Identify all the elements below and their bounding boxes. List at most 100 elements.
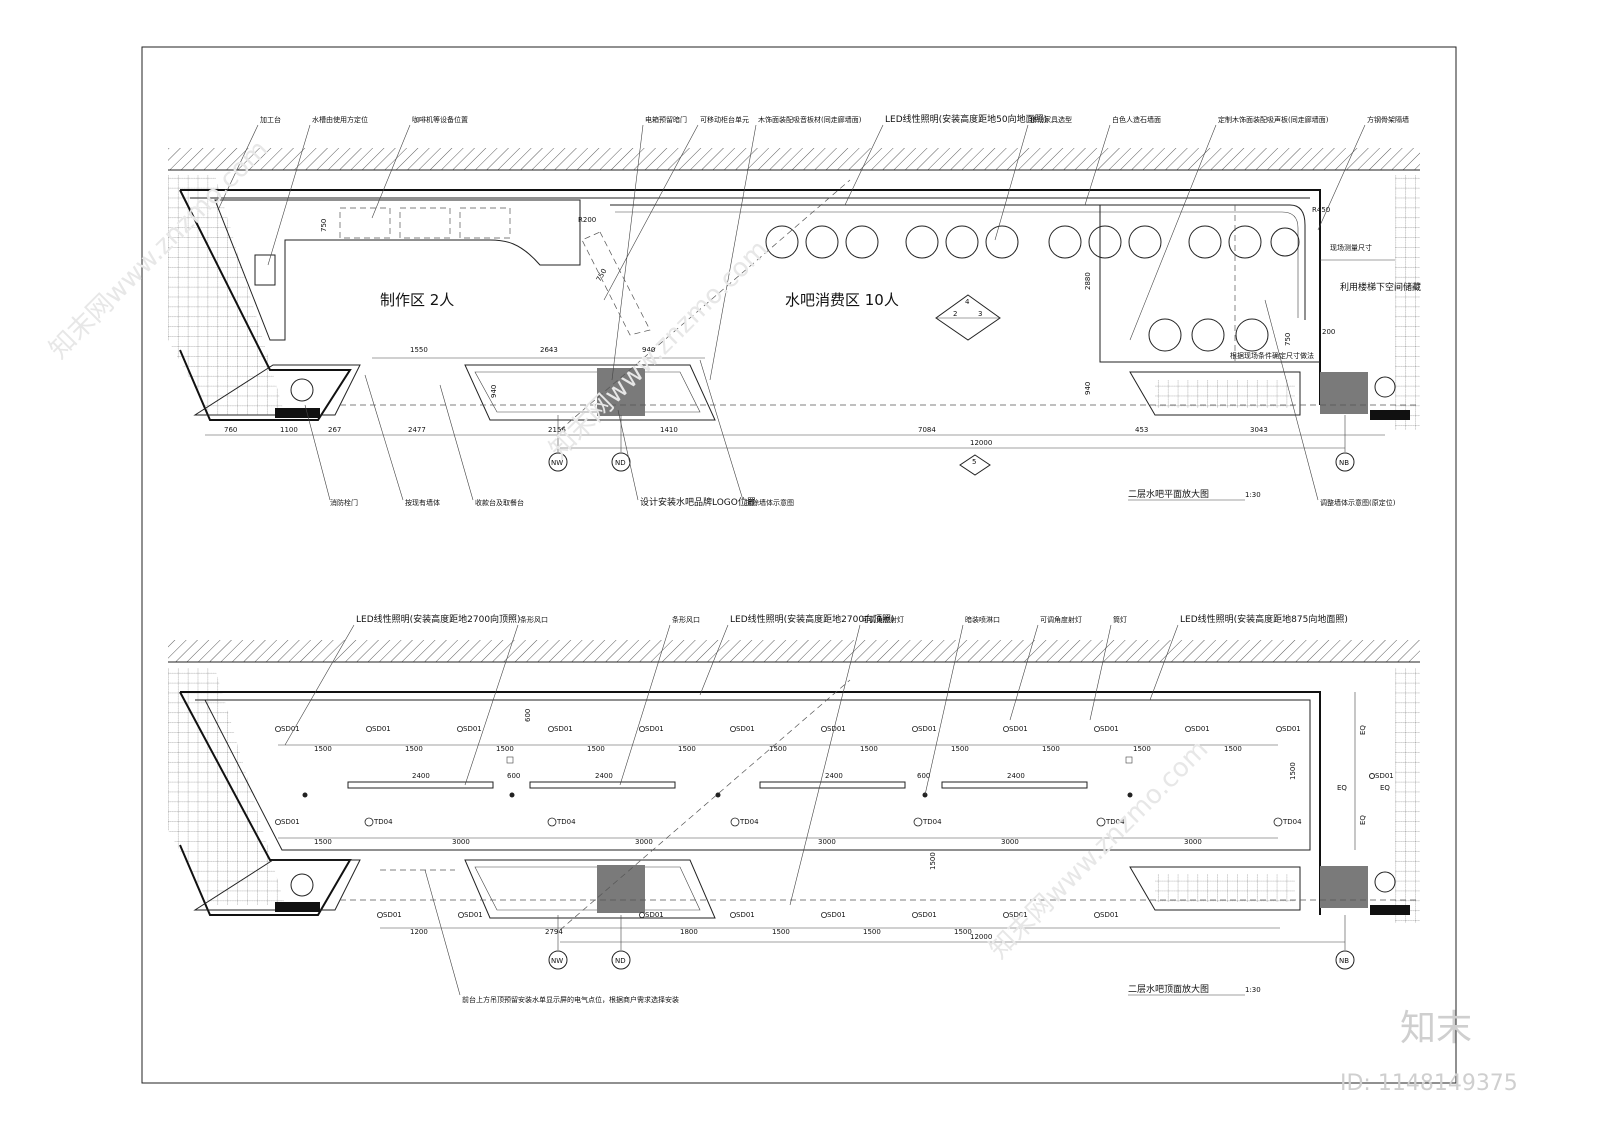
dim-total-plan1: 12000	[970, 439, 992, 447]
dim-row1-8: 1500	[951, 745, 969, 753]
dim-row2-2: 3000	[452, 838, 470, 846]
section-mark-2: 2	[953, 310, 957, 318]
dim-750-c: 750	[1284, 333, 1292, 346]
wall-hatch-top-left	[168, 148, 390, 170]
callout-led-floor: LED线性照明(安装高度距地50向地面照)	[885, 113, 1047, 125]
dim-b-2477: 2477	[408, 426, 426, 434]
dim-940-b: 940	[1084, 382, 1092, 395]
downlight-sd-row3-label-1: SD01	[383, 911, 402, 919]
downlight-sd-row1-label-9: SD01	[1009, 725, 1028, 733]
dim-eq-2: EQ	[1359, 815, 1367, 825]
downlight-sd-row1-8	[912, 726, 919, 733]
spotlight-td-label-5: TD04	[1105, 818, 1125, 826]
downlight-sd-row1-label-4: SD01	[554, 725, 573, 733]
downlight-sd-row1-label-1: SD01	[281, 725, 300, 733]
downlight-sd-row1-2	[365, 726, 372, 733]
linear-vents	[347, 781, 1088, 789]
downlight-sd-row3-6	[912, 912, 919, 919]
downlight-sd-row1-label-2: SD01	[372, 725, 391, 733]
grid-nb-2: NB	[1339, 957, 1349, 965]
callout-wood-panel: 木饰面装配吸音板材(同走廊墙面)	[758, 115, 862, 124]
downlight-sd-row1-7	[821, 726, 828, 733]
watermark-brand: 知末	[1400, 1008, 1472, 1049]
dim-row2-6: 3000	[1184, 838, 1202, 846]
dim-row1-9: 1500	[1042, 745, 1060, 753]
downlight-sd-row3-label-8: SD01	[1100, 911, 1119, 919]
dim-1500-v-right: 1500	[1289, 762, 1297, 780]
downlight-sd-row3-3	[639, 912, 646, 919]
downlight-sd-row3-label-6: SD01	[918, 911, 937, 919]
note-site-condition: 根据现场条件确定尺寸做法	[1230, 351, 1314, 360]
ceiling-column	[597, 865, 645, 913]
downlight-sd-row1-9	[1003, 726, 1010, 733]
downlight-sd-row3-label-5: SD01	[827, 911, 846, 919]
dim-r200: R200	[578, 216, 596, 224]
dim-row1-3: 1500	[496, 745, 514, 753]
spotlight-td-1	[364, 817, 374, 827]
ceiling-cross-left	[168, 668, 285, 905]
downlight-sd-row1-11	[1185, 726, 1192, 733]
section-mark-5: 5	[972, 458, 976, 466]
note-storage: 利用楼梯下空间储藏	[1340, 281, 1421, 293]
dim-vent-2: 600	[507, 772, 520, 780]
spotlight-td-5	[1096, 817, 1106, 827]
section-mark-3: 3	[978, 310, 982, 318]
dim-total-plan2: 12000	[970, 933, 992, 941]
spotlight-td-2	[547, 817, 557, 827]
dim-200: 200	[1322, 328, 1335, 336]
spotlight-td-label-2: TD04	[556, 818, 576, 826]
downlight-sd-row3-4	[730, 912, 737, 919]
downlight-sd-row1-label-10: SD01	[1100, 725, 1119, 733]
dim-row1-4: 1500	[587, 745, 605, 753]
watermark-site-2: 知末网www.znzmo.com	[544, 234, 775, 465]
callout-workbench: 加工台	[260, 115, 281, 124]
plan1-scale: 1:30	[1245, 491, 1261, 499]
note-site-measure: 现场测量尺寸	[1330, 243, 1372, 252]
dim-row3-5: 1500	[863, 928, 881, 936]
ceiling-wall-hatch-left	[168, 640, 390, 662]
spotlight-td-label-6: TD04	[1282, 818, 1302, 826]
downlight-sd-row2-label-1: SD01	[281, 818, 300, 826]
downlight-sd-row1-label-8: SD01	[918, 725, 937, 733]
downlight-sd-row1-6	[730, 726, 737, 733]
logo-column	[597, 368, 645, 416]
downlight-sd-row3-label-7: SD01	[1009, 911, 1028, 919]
downlight-sd-row1-5	[639, 726, 646, 733]
callout-sprinkler: 暗装喷淋口	[965, 615, 1000, 624]
downlight-sd-row1-4	[548, 726, 555, 733]
sheet-border	[141, 46, 1457, 1084]
dim-vent-3: 2400	[595, 772, 613, 780]
downlight-sd-row1-10	[1094, 726, 1101, 733]
zone-bar-label: 水吧消费区 10人	[785, 291, 899, 309]
callout-spotlight-b: 可调角度射灯	[1040, 615, 1082, 624]
plan-floor: 制作区 2人 水吧消费区 10人 2 3 4 1550 2643 940 750…	[168, 113, 1421, 508]
grid-nd-2: ND	[615, 957, 626, 965]
callout-furniture: 移动家具选型	[1030, 115, 1072, 124]
downlight-sd-row1-1	[274, 726, 281, 733]
dim-row3-1: 1200	[410, 928, 428, 936]
dim-1500-v-mid: 1500	[929, 852, 937, 870]
grid-nw-2: NW	[551, 957, 563, 965]
callout-existing-wall: 按现有墙体	[405, 498, 440, 507]
plan1-callouts-bottom: 消防栓门 按现有墙体 收款台及取餐台 设计安装水吧品牌LOGO位置 拆除墙体示意…	[304, 299, 1396, 508]
dim-row1-7: 1500	[860, 745, 878, 753]
ceiling-wall-hatch-top	[390, 640, 1420, 662]
dim-upper-3: 940	[642, 346, 655, 354]
dim-b-2156: 2156	[548, 426, 566, 434]
plan2-callouts-top: LED线性照明(安装高度距地2700向顶照) 条形风口 条形风口 LED线性照明…	[284, 613, 1348, 906]
downlight-sd-row3-8	[1094, 912, 1101, 919]
dim-eq-4: EQ	[1380, 784, 1390, 792]
callout-adjust-wall: 调整墙体示意图(原定位)	[1320, 498, 1396, 507]
downlight-sd-row1-label-6: SD01	[736, 725, 755, 733]
dim-r450: R450	[1312, 206, 1330, 214]
spotlight-td-6	[1273, 817, 1283, 827]
dim-row3-6: 1500	[954, 928, 972, 936]
callout-led-875: LED线性照明(安装高度距地875向地面照)	[1180, 613, 1348, 625]
dim-b-1100: 1100	[280, 426, 298, 434]
spotlight-td-label-1: TD04	[373, 818, 393, 826]
